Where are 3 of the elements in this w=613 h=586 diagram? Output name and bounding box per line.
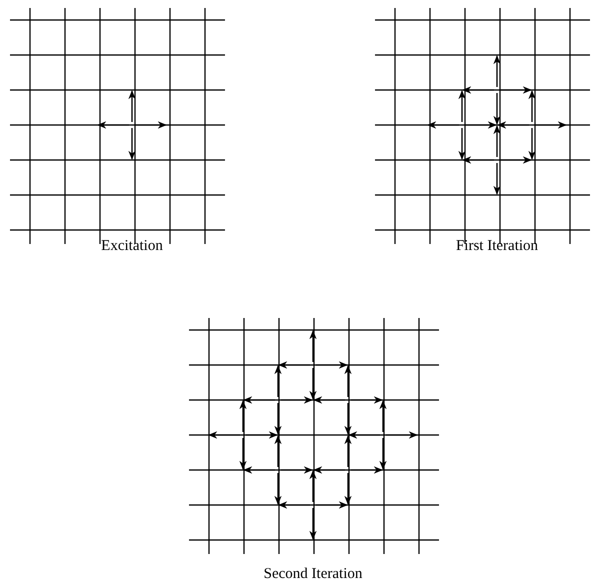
panel-caption: First Iteration xyxy=(456,238,538,255)
panel-caption: Second Iteration xyxy=(264,566,362,583)
panel-caption: Excitation xyxy=(101,238,163,255)
